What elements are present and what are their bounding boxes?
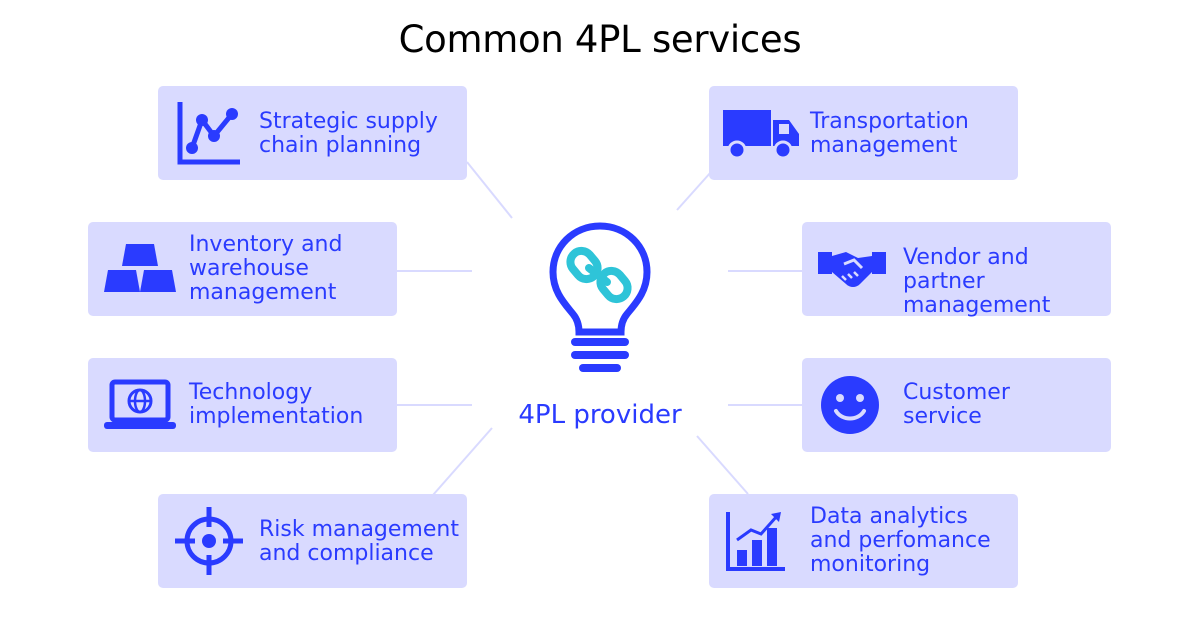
connector-line [432,427,493,496]
bar-chart-growth-icon [726,512,785,571]
service-card-customer: Customer service [802,358,1111,452]
connector-line [676,171,712,211]
line-chart-icon [177,102,240,165]
service-label: Inventory and warehouse management [189,232,343,305]
truck-icon [723,110,799,160]
center-label: 4PL provider [518,400,682,430]
service-label: Vendor and partner management [903,245,1051,318]
smiley-icon [821,376,879,434]
connector-line [466,161,513,219]
page-title: Common 4PL services [398,18,802,61]
service-card-analytics: Data analytics and perfomance monitoring [709,494,1018,588]
service-label: Technology implementation [189,380,364,429]
crosshair-icon [175,507,243,575]
service-card-inventory: Inventory and warehouse management [88,222,397,316]
service-card-risk: Risk management and compliance [158,494,467,588]
service-label: Risk management and compliance [259,517,459,566]
service-card-strategic-planning: Strategic supply chain planning [158,86,467,180]
service-label: Data analytics and perfomance monitoring [810,504,991,577]
service-card-transportation: Transportation management [709,86,1018,180]
lightbulb-chain-icon [549,222,651,372]
gold-bars-icon [104,244,176,292]
laptop-globe-icon [104,379,176,429]
service-label: Customer service [903,380,1010,429]
service-card-technology: Technology implementation [88,358,397,452]
service-label: Transportation management [810,109,969,158]
connector-line [696,435,749,495]
service-card-vendor: Vendor and partner management [802,222,1111,318]
handshake-icon [818,252,886,287]
service-label: Strategic supply chain planning [259,109,438,158]
